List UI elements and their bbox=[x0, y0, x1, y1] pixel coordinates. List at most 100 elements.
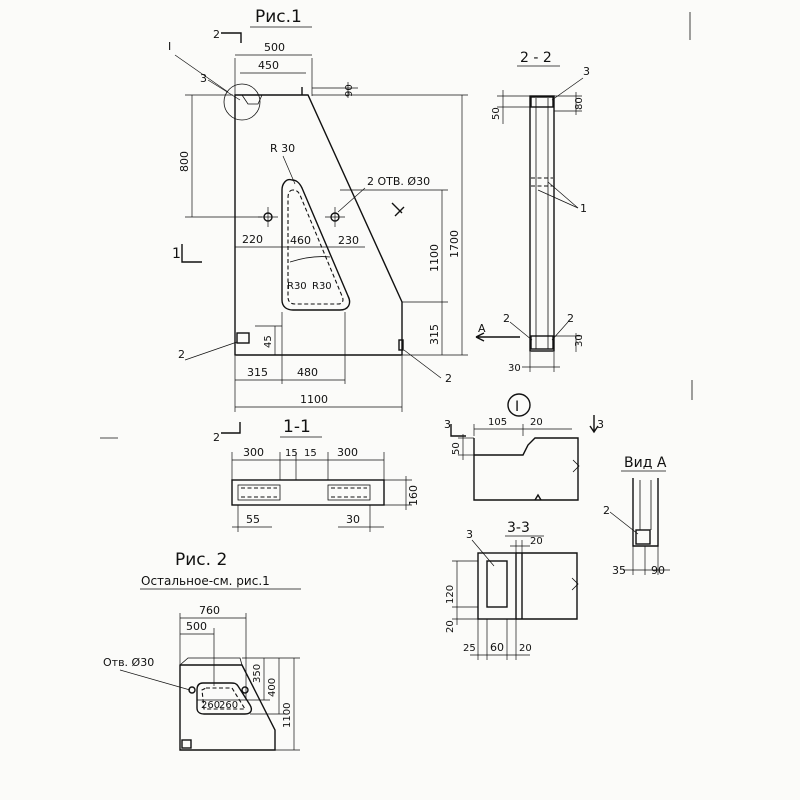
sec11-outline bbox=[231, 479, 385, 506]
fig2-dim-1100: 1100 bbox=[282, 703, 293, 728]
sec33-dim-20bot: 20 bbox=[519, 643, 532, 654]
fig2-dim-760: 760 bbox=[199, 604, 220, 617]
dim-315: 315 bbox=[247, 366, 268, 379]
viewA-plate bbox=[635, 529, 651, 545]
sec33-outline-right bbox=[516, 552, 578, 620]
cut2-bot-label: 2 bbox=[213, 431, 220, 444]
sec22-dim-80: 80 bbox=[574, 97, 585, 110]
sec22-item2b-leader bbox=[551, 321, 569, 341]
fig2-hole-right bbox=[241, 686, 249, 694]
detail-I-break-right bbox=[572, 459, 580, 473]
dim-450: 450 bbox=[258, 59, 279, 72]
fig2-opening-inner bbox=[201, 687, 246, 710]
detail-cut3a: 3 bbox=[444, 418, 451, 431]
fig2: Рис. 2 Остальное-см. рис.1 260 260 Отв. … bbox=[103, 550, 301, 751]
fig2-dim-400: 400 bbox=[267, 678, 278, 697]
sec11-cage-right bbox=[327, 484, 371, 501]
view-A: Вид А 2 35 90 bbox=[603, 455, 670, 577]
detail-I-title: I bbox=[515, 399, 519, 415]
sec22-bottom-plate bbox=[530, 335, 554, 350]
holes-label: 2 ОТВ. Ø30 bbox=[367, 175, 430, 188]
dim-315v: 315 bbox=[428, 324, 441, 345]
detail-cut3b-mark bbox=[589, 415, 599, 434]
fig2-hole-label: Отв. Ø30 bbox=[103, 656, 154, 669]
callout-I-leader bbox=[174, 54, 229, 93]
sec33-dim-60: 60 bbox=[490, 641, 504, 654]
sec33-item3: 3 bbox=[466, 528, 473, 541]
r30b-label: R30 bbox=[312, 281, 332, 292]
sec11-rebars bbox=[241, 487, 367, 498]
embedded-plate-right bbox=[398, 339, 404, 351]
sec22-item1-leader-b bbox=[537, 189, 579, 209]
sec22-title: 2 - 2 bbox=[520, 50, 552, 66]
sec22-dim-50: 50 bbox=[491, 107, 502, 120]
cut2-top-mark bbox=[221, 32, 242, 43]
window-sketch-stroke bbox=[289, 256, 331, 263]
fig1-title: Рис.1 bbox=[255, 7, 302, 27]
cut2-top-label: 2 bbox=[213, 28, 220, 41]
fig2-hole-leader bbox=[119, 669, 191, 691]
item3-leader bbox=[207, 79, 241, 101]
dim-1700: 1700 bbox=[448, 230, 461, 258]
cut1-label: 1 bbox=[172, 246, 181, 262]
sec11-dim-300b: 300 bbox=[337, 446, 358, 459]
lift-arrow-mark bbox=[391, 202, 405, 217]
cut1-mark bbox=[181, 244, 202, 263]
sec11-cage-left bbox=[237, 484, 281, 501]
sec33-dim-25: 25 bbox=[463, 643, 476, 654]
dim-45: 45 bbox=[263, 335, 274, 348]
fig2-dim-350: 350 bbox=[252, 664, 263, 683]
sec22-item3-leader bbox=[551, 77, 584, 101]
item2a-leader bbox=[184, 341, 238, 361]
dim-230: 230 bbox=[338, 234, 359, 247]
sec33-title: 3-3 bbox=[507, 520, 530, 536]
sec22-item2a-leader bbox=[509, 321, 533, 341]
sec33-dim-20left: 20 bbox=[445, 620, 456, 633]
sec22-item3: 3 bbox=[583, 65, 590, 78]
detail-cut3b: 3 bbox=[597, 418, 604, 431]
viewA-dim-35: 35 bbox=[612, 564, 626, 577]
viewA-title: Вид А bbox=[624, 455, 667, 471]
fig2-plate bbox=[181, 739, 192, 749]
fig2-dim-500: 500 bbox=[186, 620, 207, 633]
fig2-top-edge bbox=[179, 657, 243, 666]
sec11-dim-15b: 15 bbox=[304, 448, 317, 459]
section-1-1: 1-1 300 15 15 300 160 55 30 bbox=[231, 417, 420, 532]
detail-I-circle bbox=[507, 393, 531, 417]
sec22-outline bbox=[529, 95, 555, 352]
dim-220: 220 bbox=[242, 233, 263, 246]
dim-1100v: 1100 bbox=[428, 244, 441, 272]
viewA-item2: 2 bbox=[603, 504, 610, 517]
sec22-item1: 1 bbox=[580, 202, 587, 215]
section-2-2: 2 - 2 3 1 2 2 A 50 80 30 30 bbox=[475, 50, 590, 374]
sec22-item2b: 2 bbox=[567, 312, 574, 325]
sec33-plate-window bbox=[486, 560, 508, 608]
detail-I-break bbox=[534, 493, 542, 501]
detail-I-outline bbox=[473, 437, 579, 501]
dim-90: 90 bbox=[344, 84, 355, 97]
fig2-dim-260b: 260 bbox=[219, 700, 238, 711]
item3-label: 3 bbox=[200, 72, 207, 85]
embedded-plate bbox=[236, 332, 250, 344]
window-opening-inner bbox=[287, 189, 344, 305]
item2b-leader bbox=[403, 349, 442, 379]
window-opening-outer bbox=[281, 178, 351, 311]
dim-1100: 1100 bbox=[300, 393, 328, 406]
sec33-dim-120: 120 bbox=[445, 585, 456, 604]
detail-cut3a-mark bbox=[450, 424, 466, 437]
sec11-dim-30: 30 bbox=[346, 513, 360, 526]
item2a-label: 2 bbox=[178, 348, 185, 361]
viewA-item2-leader bbox=[609, 511, 639, 535]
sec22-viewA-arrow bbox=[475, 332, 520, 342]
sec22-item2a: 2 bbox=[503, 312, 510, 325]
sec33-outline-left bbox=[477, 552, 517, 620]
r30-leader bbox=[282, 155, 296, 185]
sec22-dim-30a: 30 bbox=[508, 363, 521, 374]
item2b-label: 2 bbox=[445, 372, 452, 385]
sec11-dim-300a: 300 bbox=[243, 446, 264, 459]
viewA-outline bbox=[632, 478, 659, 547]
sec11-title: 1-1 bbox=[283, 417, 311, 437]
sec22-top-plate bbox=[530, 96, 554, 108]
